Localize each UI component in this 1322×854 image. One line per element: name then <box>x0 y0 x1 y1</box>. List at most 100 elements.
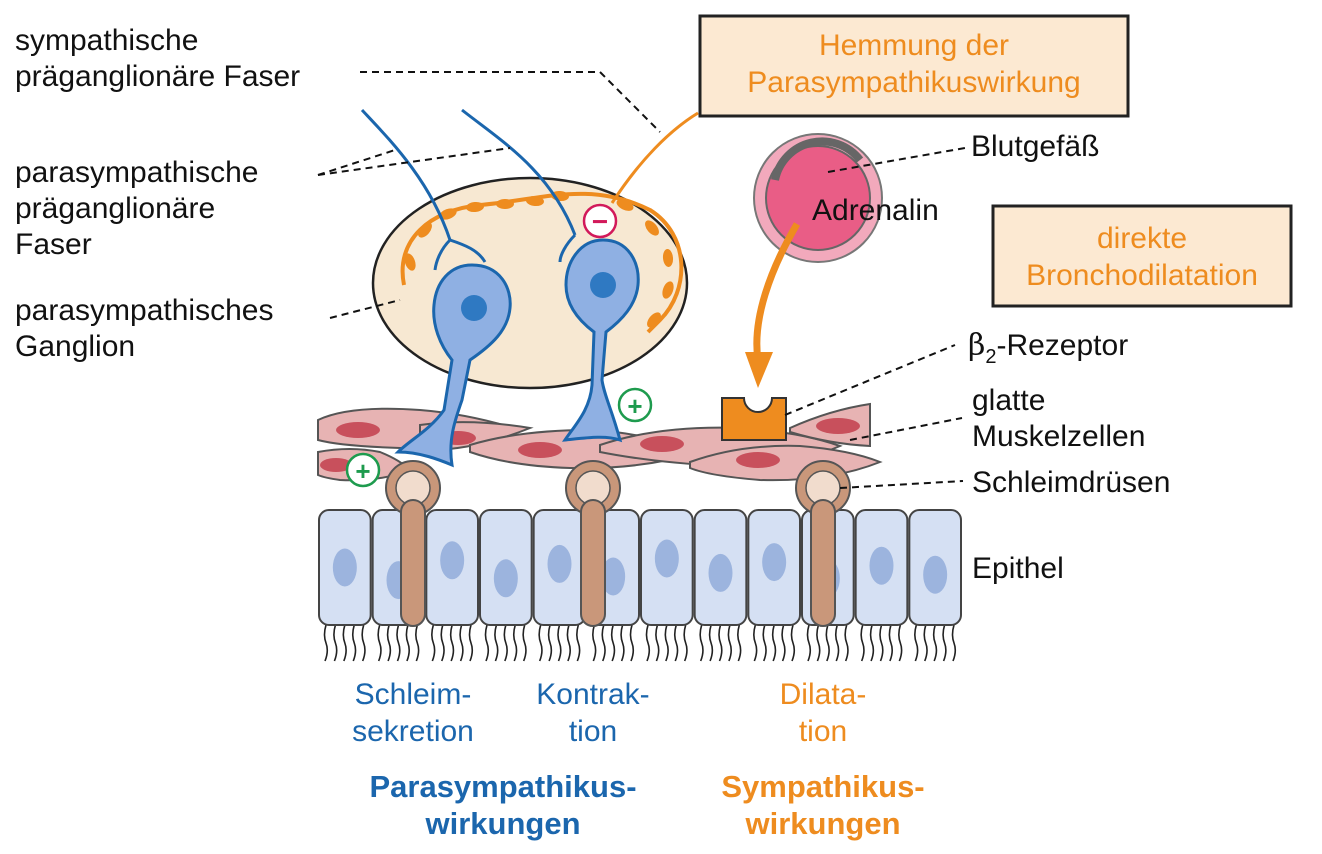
epithelial-nucleus <box>869 546 894 585</box>
leader-lines <box>317 71 966 489</box>
cilium <box>727 624 732 662</box>
cilium <box>708 624 714 662</box>
svg-text:wirkungen: wirkungen <box>744 806 900 841</box>
cilium <box>449 624 455 662</box>
cilium <box>415 624 420 662</box>
cilium <box>762 624 767 662</box>
cilium <box>592 624 597 662</box>
inhibition-box-line1: Hemmung der <box>819 29 1009 62</box>
cilium <box>825 624 830 662</box>
cilium <box>753 624 758 662</box>
cilium <box>396 624 401 662</box>
label-parasympathetic-fiber: parasympathische präganglionäre Faser <box>15 156 258 261</box>
svg-text:Kontrak-: Kontrak- <box>536 678 649 711</box>
parasympathetic-ganglion <box>371 176 689 390</box>
cilium <box>645 624 651 662</box>
svg-text:präganglionäre: präganglionäre <box>15 192 215 225</box>
mucous-gland <box>385 460 441 627</box>
blood-vessel <box>753 133 883 263</box>
parasympathetic-neuron-left <box>360 108 512 468</box>
cilium <box>699 624 704 662</box>
label-epithelium: Epithel <box>972 552 1064 585</box>
label-adrenalin: Adrenalin <box>812 194 939 227</box>
cilium <box>771 624 777 662</box>
cilia <box>323 624 957 662</box>
svg-text:Sympathikus-: Sympathikus- <box>721 769 924 804</box>
svg-text:−: − <box>592 206 608 237</box>
inhibition-box-line2: Parasympathikuswirkung <box>747 66 1080 99</box>
svg-text:Dilata-: Dilata- <box>780 678 867 711</box>
label-sympathetic-fiber: sympathische präganglionäre Faser <box>15 24 300 93</box>
cilium <box>816 624 821 662</box>
cilium <box>494 624 499 662</box>
cilium <box>323 624 329 662</box>
label-beta2-receptor: β2-Rezeptor <box>968 328 1128 368</box>
epithelial-nucleus <box>708 553 733 592</box>
cilium <box>942 624 947 662</box>
epithelial-nucleus <box>332 548 357 587</box>
cilium <box>601 624 606 662</box>
cilium <box>879 624 884 662</box>
cilium <box>503 624 508 662</box>
svg-text:+: + <box>355 456 370 486</box>
epithelial-nucleus <box>493 559 518 598</box>
svg-text:Parasympathikus-: Parasympathikus- <box>369 769 636 804</box>
parasympathetic-neuron-right <box>461 108 640 443</box>
svg-text:präganglionäre Faser: präganglionäre Faser <box>15 60 300 93</box>
cilium <box>538 624 543 662</box>
mucous-gland <box>565 460 621 627</box>
effect-mucus-secretion: Schleim- sekretion <box>352 678 474 748</box>
effect-dilatation: Dilata- tion <box>780 678 867 748</box>
muscle-cell <box>789 402 871 448</box>
label-mucous-glands: Schleimdrüsen <box>972 466 1170 499</box>
cilium <box>377 624 382 662</box>
cilium <box>664 624 669 662</box>
cilium <box>806 624 812 662</box>
cilium <box>629 624 635 662</box>
label-smooth-muscle: glatte Muskelzellen <box>972 384 1145 453</box>
cilium <box>718 624 723 662</box>
svg-text:Schleim-: Schleim- <box>355 678 472 711</box>
svg-text:Ganglion: Ganglion <box>15 330 135 363</box>
svg-text:glatte: glatte <box>972 384 1045 417</box>
cilium <box>547 624 553 662</box>
cilium <box>351 624 357 662</box>
epithelial-nucleus <box>762 543 787 582</box>
cilium <box>512 624 518 662</box>
cilium <box>932 624 938 662</box>
cilium <box>673 624 679 662</box>
svg-text:sekretion: sekretion <box>352 715 474 748</box>
bronchodilatation-box-line2: Bronchodilatation <box>1026 259 1258 292</box>
cilium <box>557 624 562 662</box>
effect-contraction: Kontrak- tion <box>536 678 649 748</box>
heading-parasympathetic-effects: Parasympathikus- wirkungen <box>369 769 636 841</box>
svg-text:parasympathisches: parasympathisches <box>15 294 273 327</box>
inhibition-connector <box>610 111 699 204</box>
cilium <box>888 624 893 662</box>
cilium <box>860 624 865 662</box>
cilium <box>342 624 347 662</box>
cilium <box>923 624 928 662</box>
cilium <box>781 624 786 662</box>
svg-text:sympathische: sympathische <box>15 24 198 57</box>
mucous-glands <box>385 460 851 627</box>
cilium <box>468 624 474 662</box>
cilium <box>737 624 742 662</box>
beta2-receptor <box>721 397 787 441</box>
svg-text:+: + <box>627 391 642 421</box>
epithelial-nucleus <box>923 555 948 594</box>
excitation-plus-symbol: + <box>345 452 381 488</box>
svg-text:Muskelzellen: Muskelzellen <box>972 420 1145 453</box>
sympathetic-fiber <box>400 190 684 334</box>
cilium <box>333 624 338 662</box>
cilium <box>431 624 436 662</box>
cilium <box>790 624 796 662</box>
excitation-plus-symbol: + <box>617 387 653 423</box>
epithelial-nucleus <box>601 557 626 596</box>
svg-text:wirkungen: wirkungen <box>424 806 580 841</box>
cilium <box>869 624 875 662</box>
cilium <box>655 624 660 662</box>
cilium <box>405 624 410 662</box>
label-blood-vessel: Blutgefäß <box>971 130 1099 163</box>
